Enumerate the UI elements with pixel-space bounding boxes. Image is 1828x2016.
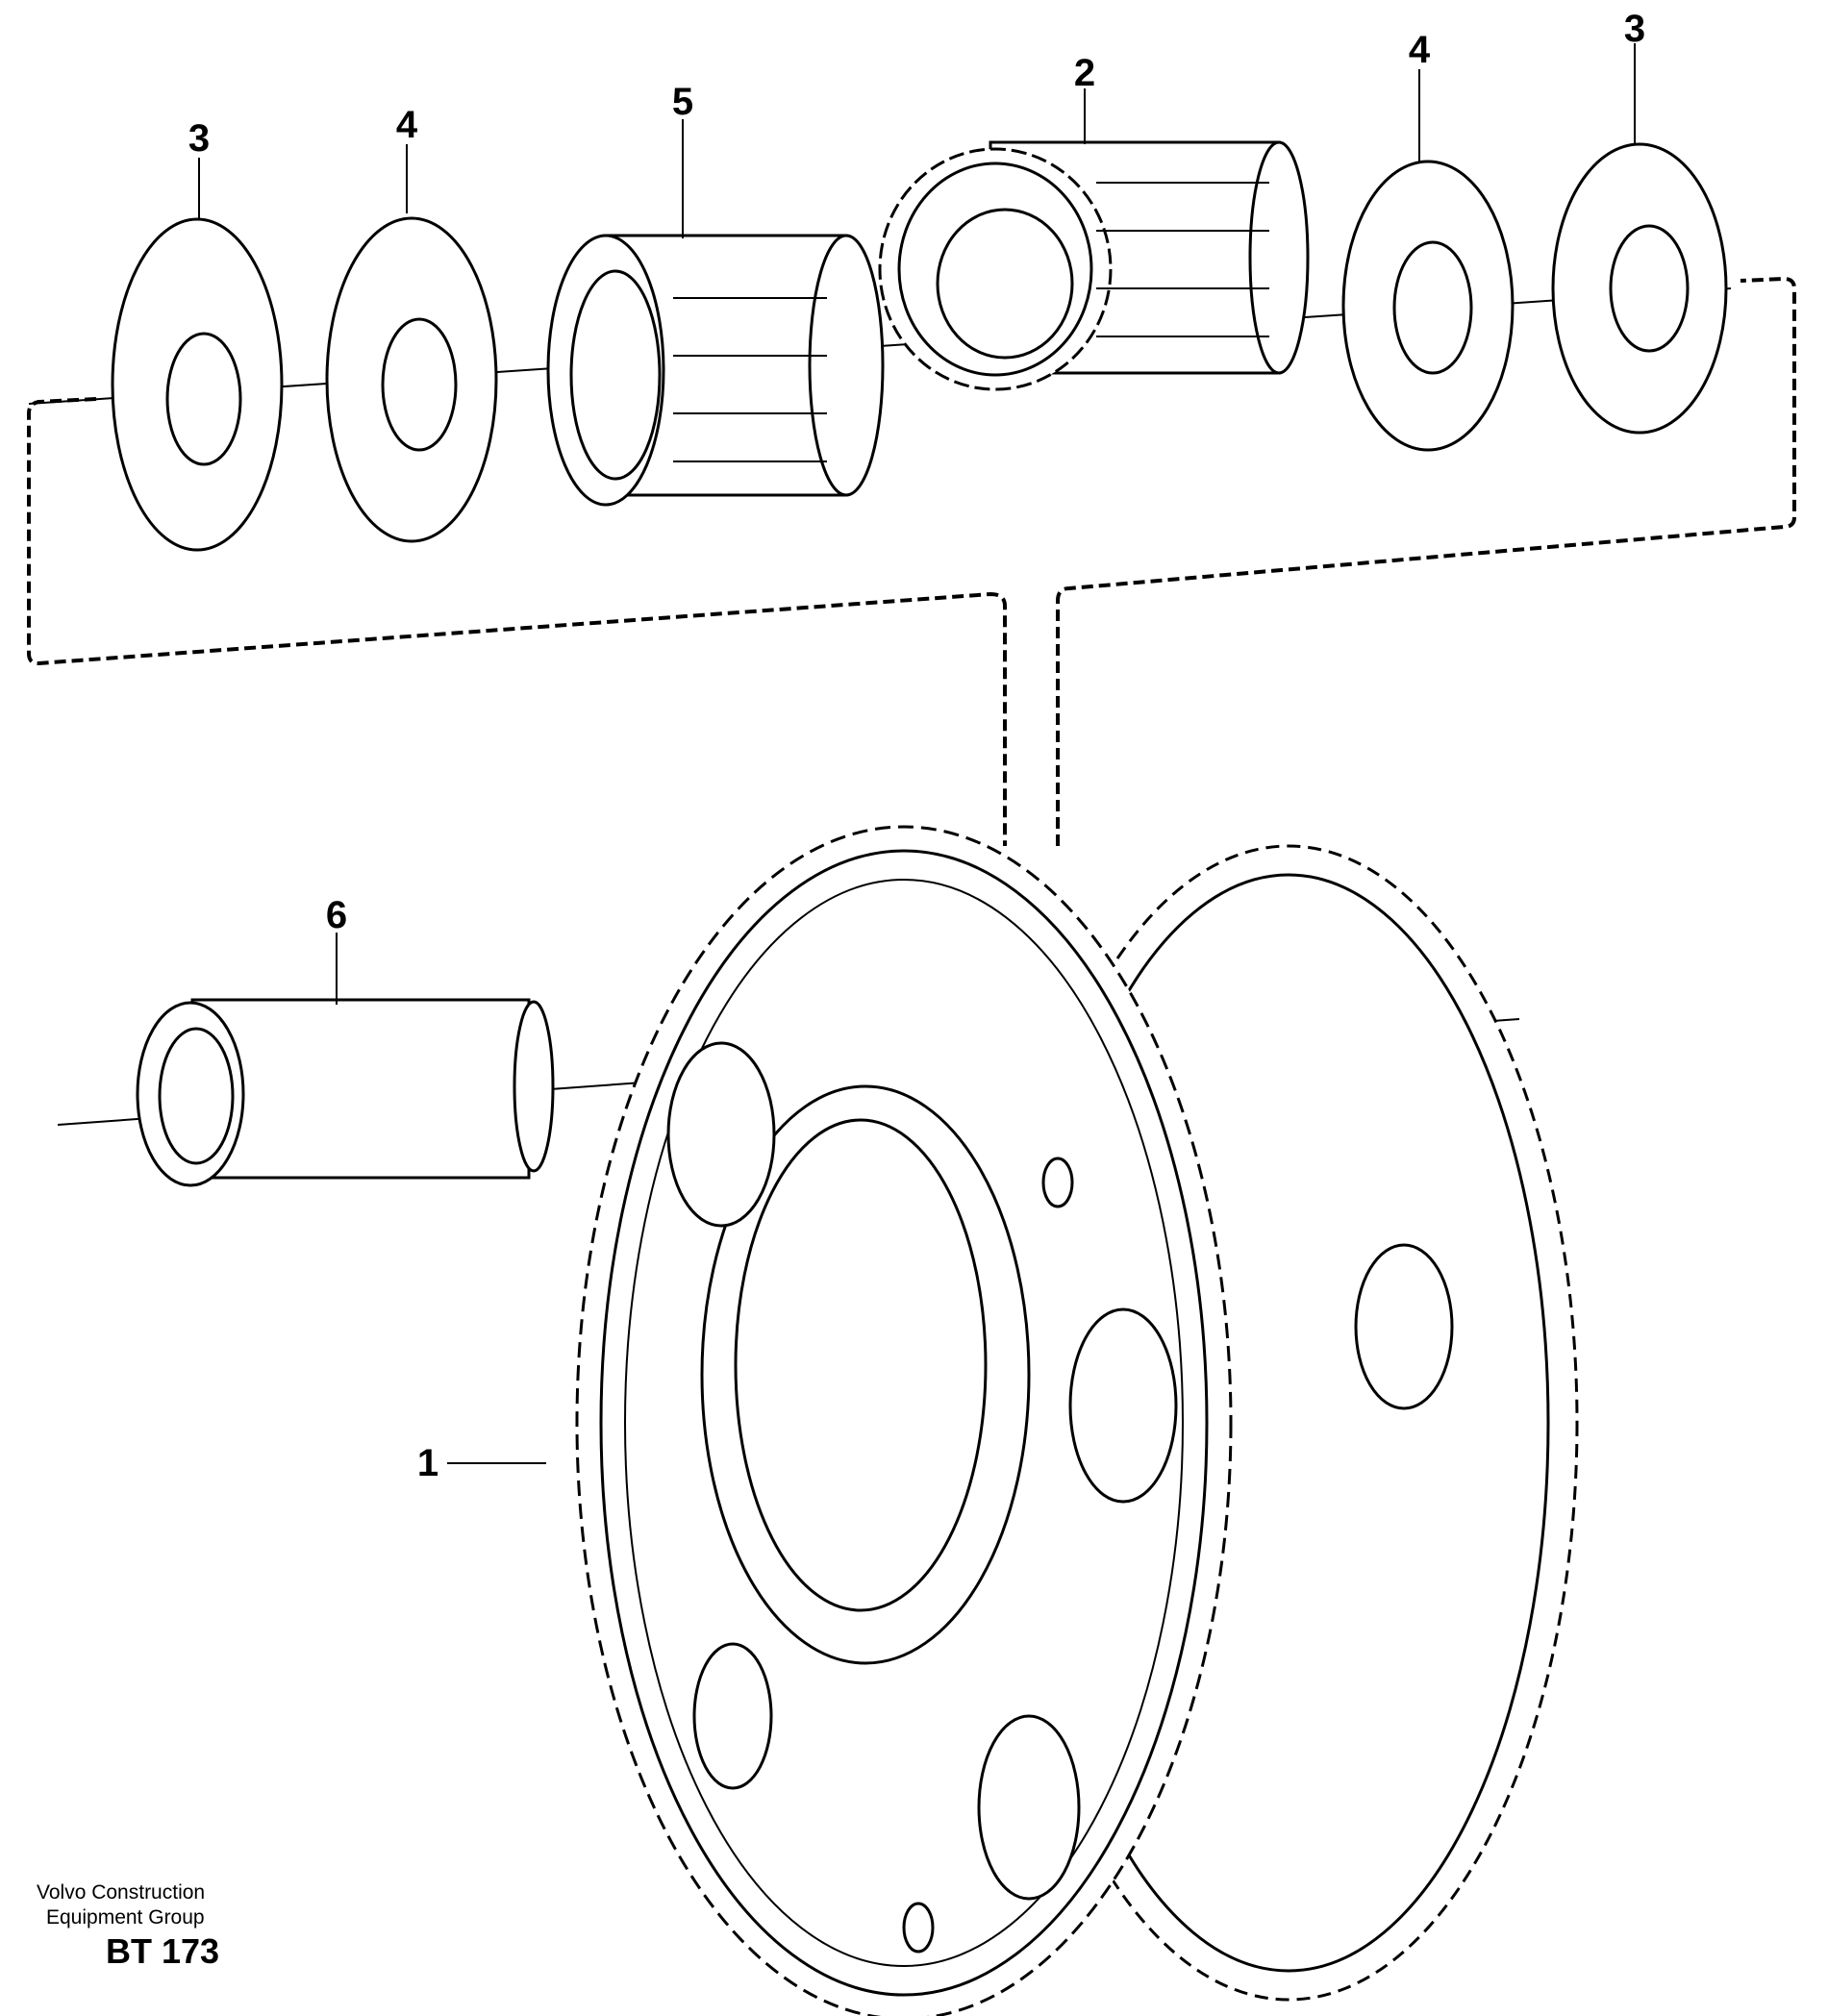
thrust-washer-3-right [1551, 142, 1728, 435]
credit-line-2: Equipment Group [46, 1906, 205, 1929]
callout-4-right: 4 [1408, 29, 1431, 71]
callout-4-left: 4 [395, 104, 418, 146]
callout-3-left: 3 [188, 117, 211, 160]
callout-3-right: 3 [1623, 8, 1646, 50]
assembly-connector [27, 397, 1007, 846]
thrust-washer-4-left [325, 216, 498, 543]
leader-lines [198, 43, 1636, 1464]
callout-6: 6 [325, 894, 348, 936]
callout-1: 1 [416, 1442, 439, 1484]
credit-line-1: Volvo Construction [37, 1881, 206, 1904]
splined-bushing-5 [546, 234, 885, 507]
thrust-washer-3-left [111, 217, 284, 552]
spur-gear-2 [878, 140, 1310, 391]
planet-carrier-1 [575, 825, 1579, 2016]
figure-code: BT 173 [106, 1931, 220, 1971]
callout-2: 2 [1073, 52, 1096, 94]
assembly-connector-right [1056, 276, 1796, 846]
thrust-washer-4-right [1341, 160, 1515, 452]
callout-5: 5 [671, 81, 694, 123]
planet-pin-6 [57, 998, 1520, 1187]
